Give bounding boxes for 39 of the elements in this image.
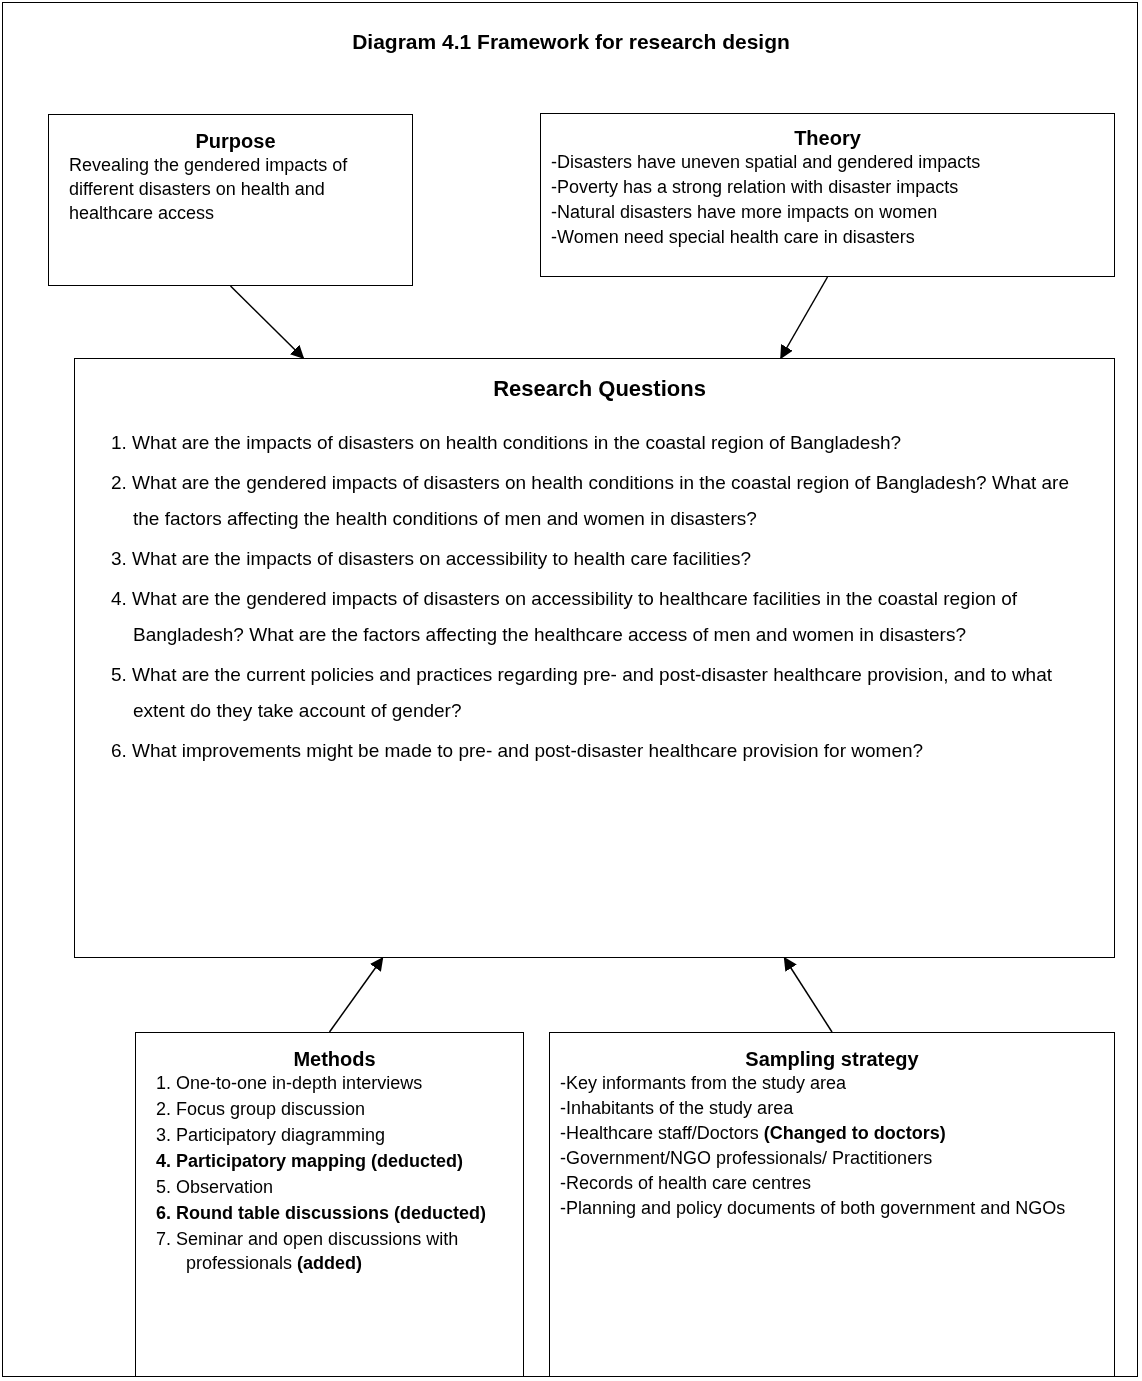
text-box xyxy=(540,113,1115,277)
list-item: 7. Seminar and open discussions with professionals (added) xyxy=(156,1228,460,1275)
question-text: 5. What are the current policies and practices regarding pre- and post-disaster healthcare provision, and to what extent do they take account of gender? xyxy=(110,663,1053,723)
box-heading: Purpose xyxy=(194,129,277,153)
arrow xyxy=(229,285,305,359)
text-box xyxy=(135,1032,524,1377)
list-item: 6. Round table discussions (deducted) xyxy=(156,1202,488,1225)
box-heading: Sampling strategy xyxy=(744,1047,920,1071)
list-item: 2. Focus group discussion xyxy=(156,1098,367,1121)
description-text: Revealing the gendered impacts of different disasters on health and healthcare access xyxy=(69,154,349,225)
list-item: 1. One-to-one in-depth interviews xyxy=(156,1072,424,1095)
bullet-text: -Poverty has a strong relation with disaster impacts xyxy=(551,176,960,199)
arrow xyxy=(780,276,829,360)
question-text: 1. What are the impacts of disasters on health conditions in the coastal region of Bangladesh? xyxy=(110,431,903,455)
bullet-text: -Women need special health care in disasters xyxy=(551,226,916,249)
diagram-title: Diagram 4.1 Framework for research design xyxy=(351,30,791,54)
box-heading: Theory xyxy=(793,126,862,150)
bullet-text: -Healthcare staff/Doctors (Changed to doctors) xyxy=(560,1122,947,1145)
list-item: 3. Participatory diagramming xyxy=(156,1124,387,1147)
arrow xyxy=(328,956,384,1033)
box-heading: Methods xyxy=(292,1047,377,1071)
box-heading: Research Questions xyxy=(492,377,707,401)
question-text: 3. What are the impacts of disasters on accessibility to health care facilities? xyxy=(110,547,752,571)
bullet-text: -Government/NGO professionals/ Practitioners xyxy=(560,1147,934,1170)
question-text: 6. What improvements might be made to pre- and post-disaster healthcare provision for women? xyxy=(110,739,925,763)
bullet-text: -Inhabitants of the study area xyxy=(560,1097,795,1120)
question-text: 4. What are the gendered impacts of disasters on accessibility to healthcare facilities in the coastal region of Bangladesh? What are the factors affecting the healthcare access of men and women in disasters? xyxy=(110,587,1019,647)
text-box xyxy=(48,114,413,286)
bullet-text: -Planning and policy documents of both government and NGOs xyxy=(560,1197,1067,1220)
list-item: 4. Participatory mapping (deducted) xyxy=(156,1150,465,1173)
bullet-text: -Disasters have uneven spatial and gendered impacts xyxy=(551,151,982,174)
list-item: 5. Observation xyxy=(156,1176,275,1199)
bullet-text: -Key informants from the study area xyxy=(560,1072,848,1095)
bullet-text: -Records of health care centres xyxy=(560,1172,813,1195)
text-box xyxy=(549,1032,1115,1377)
arrow xyxy=(783,956,833,1033)
text-box xyxy=(74,358,1115,958)
question-text: 2. What are the gendered impacts of disasters on health conditions in the coastal region of Bangladesh? What are the factors affecting the health conditions of men and women in disasters? xyxy=(110,471,1070,531)
bullet-text: -Natural disasters have more impacts on women xyxy=(551,201,939,224)
